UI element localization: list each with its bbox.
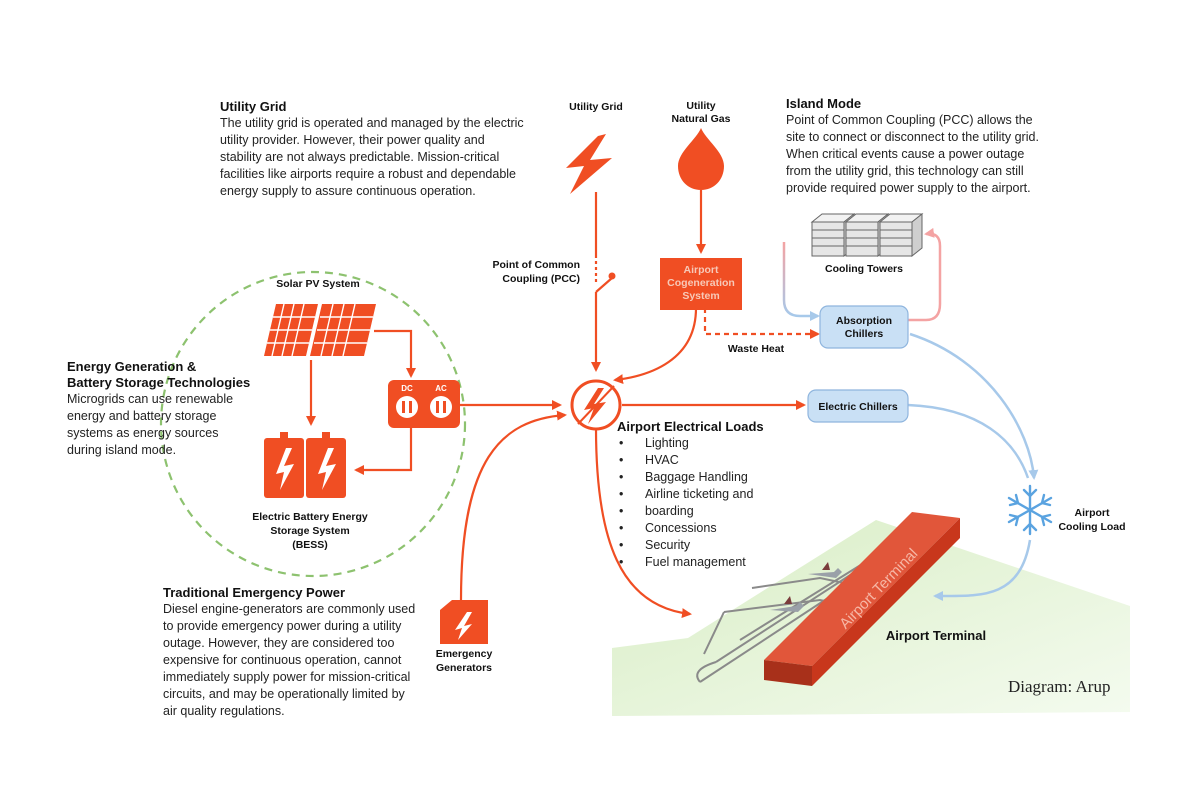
line-pcc-switch	[595, 277, 613, 293]
label-cogen-1: Airport	[684, 264, 720, 276]
electrical-loads-heading: Airport Electrical Loads	[617, 419, 764, 434]
emergency-power-line: immediately supply power for mission-cri…	[163, 670, 411, 684]
energy-generation-line: during island mode.	[67, 443, 177, 457]
energy-generation-heading-1: Energy Generation &	[67, 359, 197, 374]
island-mode-line: site to connect or disconnect to the uti…	[786, 130, 1039, 144]
emergency-power-note: Traditional Emergency Power Diesel engin…	[163, 585, 453, 720]
gas-drop-icon	[678, 128, 724, 190]
airplane-icon-2	[770, 596, 804, 612]
loop-towers-right	[908, 227, 942, 322]
load-item: Airline ticketing and	[617, 486, 797, 503]
utility-grid-line: energy supply to assure continuous opera…	[220, 184, 476, 198]
energy-generation-line: Microgrids can use renewable	[67, 392, 234, 406]
label-absorption-1: Absorption	[836, 315, 892, 327]
label-inverter-ac: AC	[435, 384, 447, 393]
label-natural-gas-1: Utility	[686, 100, 715, 112]
label-waste-heat: Waste Heat	[728, 343, 785, 355]
load-item-continued: boarding	[617, 503, 797, 520]
line-electric-to-cooling	[907, 403, 1030, 479]
diagram-credit: Diagram: Arup	[1008, 677, 1111, 696]
utility-grid-note: Utility Grid The utility grid is operate…	[220, 99, 560, 200]
utility-grid-line: The utility grid is operated and managed…	[220, 116, 524, 130]
pcc-switch-dot	[608, 272, 616, 280]
island-mode-line: When critical events cause a power outag…	[786, 147, 1025, 161]
line-generators-to-hub	[459, 410, 567, 601]
absorption-chillers-box	[819, 305, 909, 349]
energy-generation-note: Energy Generation & Battery Storage Tech…	[67, 359, 277, 459]
emergency-power-line: Diesel engine-generators are commonly us…	[163, 602, 416, 616]
lightning-icon	[566, 134, 612, 194]
terminal-building	[764, 512, 960, 686]
label-cogen-2: Cogeneration	[667, 277, 735, 289]
label-natural-gas-2: Natural Gas	[672, 113, 731, 125]
cooling-tower-icon	[810, 212, 924, 258]
cogeneration-box	[660, 258, 742, 310]
label-electric-chillers: Electric Chillers	[818, 401, 898, 413]
electrical-loads-list: Airport Electrical Loads Lighting HVAC B…	[617, 419, 797, 571]
solar-panel-icon	[264, 303, 376, 357]
label-absorption-2: Chillers	[845, 328, 884, 340]
line-cogen-to-hub	[613, 307, 698, 385]
label-cooling-load-1: Airport	[1075, 507, 1111, 519]
utility-grid-line: stability are not always predictable. Mi…	[220, 150, 500, 164]
label-bess-3: (BESS)	[292, 539, 328, 551]
label-cooling-towers: Cooling Towers	[825, 263, 903, 275]
label-generators-2: Generators	[436, 662, 492, 674]
island-mode-line: from the utility grid, this technology c…	[786, 164, 1024, 178]
utility-grid-line: utility provider. However, their power q…	[220, 133, 485, 147]
label-generators-1: Emergency	[436, 648, 493, 660]
line-waste-heat	[703, 308, 820, 339]
label-cogen-3: System	[682, 290, 719, 302]
island-mode-line: provide required power supply to the air…	[786, 181, 1031, 195]
line-absorption-to-cooling	[909, 332, 1039, 480]
label-pcc-2: Coupling (PCC)	[502, 273, 580, 285]
electric-chillers-box	[807, 389, 909, 423]
loop-towers-left	[782, 242, 820, 321]
hub-lightning-icon	[570, 379, 622, 431]
label-cooling-load-2: Cooling Load	[1058, 521, 1125, 533]
energy-generation-line: energy and battery storage	[67, 409, 217, 423]
load-item: HVAC	[617, 452, 797, 469]
generator-icon	[440, 600, 488, 644]
load-item: Concessions	[617, 520, 797, 537]
label-utility-grid: Utility Grid	[569, 101, 623, 113]
energy-generation-line: systems as energy sources	[67, 426, 219, 440]
emergency-power-line: air quality regulations.	[163, 704, 285, 718]
emergency-power-line: to provide emergency power during a util…	[163, 619, 402, 633]
load-item: Baggage Handling	[617, 469, 797, 486]
load-item: Security	[617, 537, 797, 554]
inverter-icon	[388, 380, 460, 428]
emergency-power-line: expensive for continuous operation, cann…	[163, 653, 402, 667]
emergency-power-heading: Traditional Emergency Power	[163, 585, 346, 600]
line-cooling-to-terminal	[933, 539, 1032, 602]
utility-grid-heading: Utility Grid	[220, 99, 287, 114]
label-inverter-dc: DC	[401, 384, 413, 393]
line-battery-inverter	[354, 420, 416, 475]
island-mode-heading: Island Mode	[786, 96, 862, 111]
snowflake-icon	[1007, 484, 1053, 536]
label-bess-1: Electric Battery Energy	[252, 511, 368, 523]
load-item: Lighting	[617, 435, 797, 452]
emergency-power-line: outage. However, they are considered too	[163, 636, 395, 650]
island-mode-line: Point of Common Coupling (PCC) allows th…	[786, 113, 1033, 127]
utility-grid-line: facilities like airports require a robus…	[220, 167, 517, 181]
airplane-icon	[808, 562, 842, 578]
microgrid-boundary	[159, 270, 467, 578]
label-airport-terminal: Airport Terminal	[886, 628, 986, 643]
label-pcc-1: Point of Common	[493, 259, 581, 271]
line-solar-to-inverter	[374, 329, 416, 378]
battery-icon	[264, 432, 346, 498]
emergency-power-line: circuits, and may be operationally limit…	[163, 687, 405, 701]
label-bess-2: Storage System	[270, 525, 349, 537]
island-mode-note: Island Mode Point of Common Coupling (PC…	[786, 96, 1086, 197]
load-item: Fuel management	[617, 554, 797, 571]
energy-generation-heading-2: Battery Storage Technologies	[67, 375, 251, 390]
label-solar: Solar PV System	[276, 278, 359, 290]
